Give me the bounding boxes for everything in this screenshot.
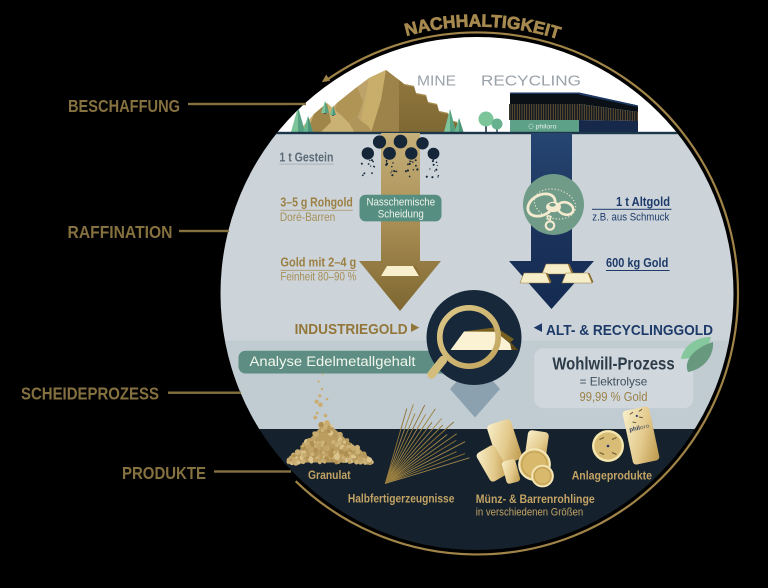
svg-text:Scheidung: Scheidung bbox=[378, 209, 424, 221]
svg-text:PRODUKTE: PRODUKTE bbox=[122, 463, 206, 483]
svg-text:in verschiedenen Größen: in verschiedenen Größen bbox=[476, 507, 583, 519]
svg-text:Wohlwill-Prozess: Wohlwill-Prozess bbox=[552, 354, 675, 374]
svg-text:1 t Gestein: 1 t Gestein bbox=[279, 150, 333, 165]
svg-text:BESCHAFFUNG: BESCHAFFUNG bbox=[68, 96, 180, 116]
svg-text:philoro: philoro bbox=[629, 424, 650, 434]
svg-text:RECYCLING: RECYCLING bbox=[481, 74, 581, 90]
svg-text:Anlageprodukte: Anlageprodukte bbox=[572, 469, 653, 483]
svg-text:Doré-Barren: Doré-Barren bbox=[280, 210, 335, 224]
svg-text:RAFFINATION: RAFFINATION bbox=[68, 222, 173, 242]
svg-text:z.B. aus Schmuck: z.B. aus Schmuck bbox=[592, 212, 669, 224]
svg-text:Feinheit 80–90 %: Feinheit 80–90 % bbox=[280, 270, 356, 284]
svg-text:INDUSTRIEGOLD: INDUSTRIEGOLD bbox=[295, 321, 408, 338]
svg-text:ALT- & RECYCLINGGOLD: ALT- & RECYCLINGGOLD bbox=[546, 322, 713, 339]
svg-text:= Elektrolyse: = Elektrolyse bbox=[580, 375, 648, 389]
svg-text:SCHEIDEPROZESS: SCHEIDEPROZESS bbox=[21, 384, 159, 404]
svg-text:600 kg Gold: 600 kg Gold bbox=[606, 255, 668, 270]
svg-text:MINE: MINE bbox=[417, 74, 456, 90]
svg-text:Granulat: Granulat bbox=[308, 468, 351, 482]
svg-text:philoro: philoro bbox=[536, 124, 558, 131]
svg-text:Münz- & Barrenrohlinge: Münz- & Barrenrohlinge bbox=[476, 492, 595, 506]
svg-text:3–5 g Rohgold: 3–5 g Rohgold bbox=[280, 194, 352, 209]
svg-text:Nasschemische: Nasschemische bbox=[366, 196, 435, 208]
svg-text:Gold mit 2–4 g: Gold mit 2–4 g bbox=[280, 255, 356, 270]
svg-text:99,99 % Gold: 99,99 % Gold bbox=[579, 390, 647, 404]
svg-text:Halbfertigerzeugnisse: Halbfertigerzeugnisse bbox=[348, 492, 455, 506]
svg-text:Analyse Edelmetallgehalt: Analyse Edelmetallgehalt bbox=[250, 354, 416, 369]
svg-text:1 t Altgold: 1 t Altgold bbox=[616, 194, 670, 209]
